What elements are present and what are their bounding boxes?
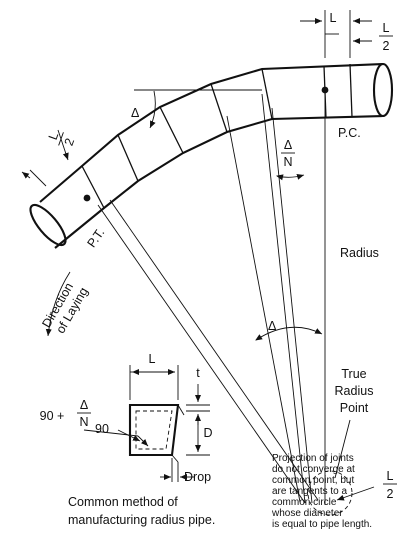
curved-pipe (29, 62, 394, 249)
note-line: are tangents to a (272, 486, 347, 497)
pipe-inner-edge (54, 114, 384, 249)
delta-over-n-num: Δ (284, 138, 292, 152)
dim-L-top: L (330, 11, 337, 25)
pipe-joint (81, 165, 105, 209)
joint-projection (271, 107, 313, 504)
dim-L2-top-num: L (383, 21, 390, 35)
detail-L: L (149, 352, 156, 366)
note-line: whose diameter (271, 508, 343, 519)
detail-delta-den: N (79, 415, 88, 429)
projection-note: Projection of joints do not converge at … (271, 453, 372, 530)
dim-L2-left-den: 2 (62, 136, 78, 147)
pipe-joint (159, 106, 184, 154)
detail-caption-1: Common method of (68, 495, 178, 509)
pipe-joint (117, 134, 139, 182)
manufacturing-detail: 90 + Δ N L t D 90 Drop (40, 352, 216, 527)
note-line: do not converge at (272, 464, 355, 475)
pipe-joint (210, 83, 228, 133)
angle-delta-top: Δ (131, 106, 139, 120)
dimensions: L L 2 L 2 Δ Δ N Δ L 2 (21, 10, 397, 501)
joint-projection (226, 115, 301, 503)
true-radius-line3: Point (340, 401, 369, 415)
dim-L2-top-den: 2 (383, 39, 390, 53)
dim-L2-left-num: L (46, 130, 62, 141)
detail-delta-num: Δ (80, 398, 88, 412)
delta-over-n-den: N (283, 155, 292, 169)
joint-projection (261, 93, 306, 504)
note-line: common circle (272, 497, 337, 508)
pipe-joint (349, 63, 353, 118)
pt-point (83, 194, 91, 202)
detail-t: t (196, 366, 200, 380)
note-line: common point, but (272, 475, 354, 486)
detail-drop: Drop (184, 470, 211, 484)
detail-pipe-section (128, 403, 180, 457)
dim-L2-bottom-num: L (387, 469, 394, 483)
construction-lines (97, 89, 353, 516)
detail-D: D (203, 426, 212, 440)
detail-caption-2: manufacturing radius pipe. (68, 513, 215, 527)
pipe-break-left (29, 203, 67, 247)
detail-90: 90 (95, 422, 109, 436)
note-line: is equal to pipe length. (272, 519, 372, 530)
pt-radius-line (97, 204, 306, 504)
pt-radius-line-2 (109, 199, 319, 501)
pipe-joint (261, 68, 273, 120)
direction-arrow (45, 271, 71, 337)
dim-L2-bottom-den: 2 (387, 487, 394, 501)
labels: P.C. P.T. Radius True Radius Point Direc… (39, 126, 379, 415)
true-radius-line2: Radius (335, 384, 374, 398)
angle-delta-lower: Δ (268, 319, 276, 333)
note-line: Projection of joints (272, 453, 354, 464)
radius-label: Radius (340, 246, 379, 260)
pt-label: P.T. (84, 226, 107, 250)
detail-prefix: 90 + (40, 409, 65, 423)
pipe-break-right (372, 62, 394, 118)
true-radius-line1: True (341, 367, 366, 381)
common-circle (307, 470, 353, 516)
pc-label: P.C. (338, 126, 361, 140)
